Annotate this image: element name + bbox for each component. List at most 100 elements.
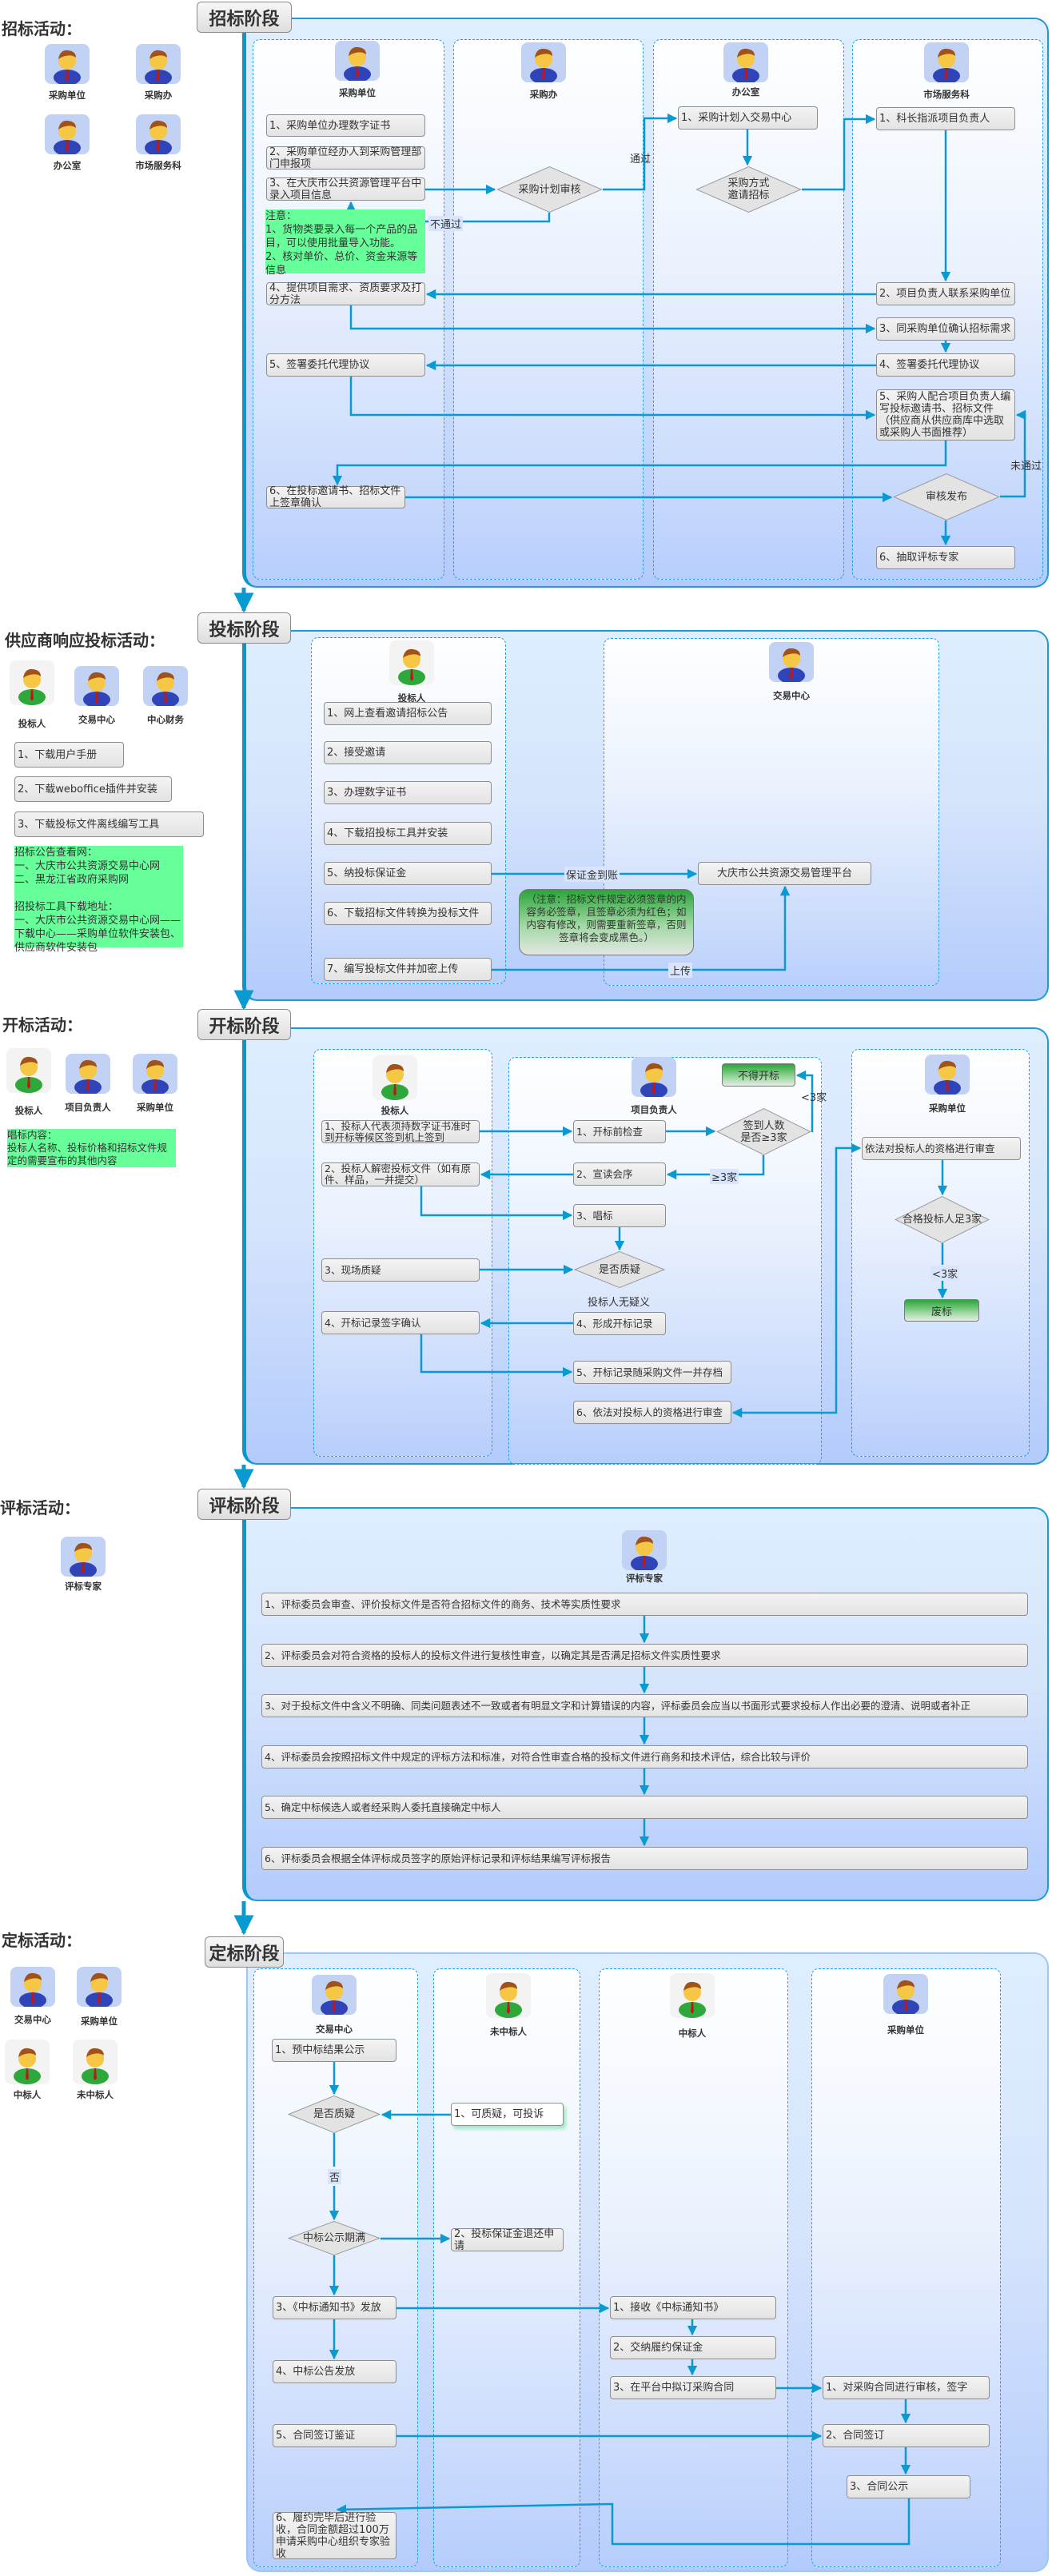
prep-step-box: 1、下载用户手册 [14, 742, 124, 768]
result-no-opening: 不得开标 [722, 1063, 795, 1087]
role-evaluation-expert-label: 评标专家 [65, 1581, 102, 1592]
label-no-objection: 投标人无疑义 [588, 1297, 651, 1309]
result-void-bid: 废标 [904, 1299, 979, 1322]
step-box: 3、唱标 [573, 1204, 666, 1227]
lane-head-purchasing-unit-label: 采购单位 [929, 1103, 966, 1114]
activity-title-opening: 开标活动： [2, 1015, 82, 1035]
stage-title-award: 定标阶段 [205, 1936, 284, 1968]
label-fail: 不通过 [428, 216, 464, 231]
decision-label: 采购计划审核 [518, 183, 581, 196]
stage-title-opening: 开标阶段 [197, 1009, 291, 1040]
step-box: 2、采购单位经办人到采购管理部门申报项 [266, 146, 425, 170]
person-icon [10, 1967, 55, 2008]
step-box: 3、在平台中拟订采购合同 [610, 2376, 776, 2399]
lane-head-market-service-label: 市场服务科 [923, 89, 970, 100]
person-icon [622, 1530, 667, 1572]
role-center-finance-label: 中心财务 [147, 714, 184, 725]
lane-head-trading-center-label: 交易中心 [773, 690, 810, 701]
lane-head-office-avatar [723, 42, 768, 84]
lane-head-purchasing-unit-label: 采购单位 [339, 87, 376, 98]
step-box: 5、纳投标保证金 [324, 862, 492, 885]
step-box: 4、评标委员会按照招标文件中规定的评标方法和标准，对符合性审查合格的投标文件进行… [261, 1745, 1028, 1769]
lane-head-trading-center-label: 交易中心 [316, 2024, 353, 2035]
step-box: 2、项目负责人联系采购单位 [876, 282, 1015, 305]
step-box: 1、网上查看邀请招标公告 [324, 702, 492, 725]
step-box: 依法对投标人的资格进行审查 [862, 1137, 1021, 1160]
lane-head-trading-center-avatar [769, 642, 814, 684]
decision-label: 审核发布 [925, 491, 967, 503]
decision-signin-count: 签到人数 是否≥3家 [716, 1108, 811, 1155]
lane-head-losing-bidder-label: 未中标人 [490, 2026, 527, 2037]
step-box: 4、形成开标记录 [573, 1312, 666, 1335]
lane-head-office-label: 办公室 [731, 86, 760, 98]
lane-head-evaluation-expert-avatar [622, 1530, 667, 1572]
role-evaluation-expert-avatar [61, 1537, 106, 1578]
role-purchasing-office-label: 采购办 [144, 90, 173, 101]
person-icon [136, 114, 181, 156]
step-box: 1、开标前检查 [573, 1120, 666, 1143]
decision-diamond-shape [288, 2095, 381, 2133]
stage-title-bidding: 招标阶段 [197, 2, 292, 33]
person-icon [136, 44, 181, 86]
step-box: 6、依法对投标人的资格进行审查 [573, 1401, 731, 1424]
stage-title-evaluation: 评标阶段 [197, 1489, 291, 1520]
lane-head-project-manager-avatar [632, 1057, 676, 1099]
person-icon [66, 1054, 110, 1095]
person-icon [670, 1973, 715, 2018]
step-box: 3、《中标通知书》发放 [273, 2296, 396, 2319]
role-winning-bidder-label: 中标人 [13, 2089, 42, 2100]
lane-head-purchasing-unit-avatar [925, 1055, 970, 1096]
lane-head-purchasing-unit-avatar [335, 41, 380, 82]
label-less-than-3: <3家 [930, 1266, 960, 1281]
person-icon [389, 640, 434, 685]
note-box: 注意： 1、货物类要录入每一个产品的品目，可以使用批量导入功能。 2、核对单价、… [265, 209, 425, 277]
role-winning-bidder-avatar [5, 2040, 50, 2084]
role-trading-center-label: 交易中心 [14, 2014, 51, 2025]
step-box: 1、接收《中标通知书》 [610, 2296, 776, 2319]
step-box: 5、开标记录随采购文件一并存档 [573, 1361, 731, 1384]
decision-diamond-shape [895, 1196, 990, 1243]
decision-publish: 审核发布 [893, 473, 1000, 520]
lane-head-bidder-avatar [389, 640, 434, 685]
decision-label: 合格投标人足3家 [902, 1214, 982, 1226]
activity-title-tender: 供应商响应投标活动： [5, 631, 165, 650]
lane-head-purchasing-office-avatar [521, 42, 566, 84]
role-office-avatar [45, 114, 90, 156]
role-losing-bidder-avatar [73, 2040, 118, 2084]
decision-label: 是否质疑 [313, 2108, 355, 2120]
lane-head-evaluation-expert-label: 评标专家 [626, 1573, 663, 1584]
step-box: 3、同采购单位确认招标需求 [876, 317, 1015, 341]
step-box: 3、现场质疑 [321, 1258, 480, 1282]
person-icon [883, 1974, 928, 2016]
step-box: 1、评标委员会审查、评价投标文件是否符合招标文件的商务、技术等实质性要求 [261, 1593, 1028, 1616]
step-box: 6、履约完毕后进行验收，合同金额超过100万申请采购中心组织专家验收 [273, 2512, 396, 2560]
step-box: 1、科长指派项目负责人 [876, 107, 1015, 130]
step-box: 4、中标公告发放 [273, 2360, 396, 2383]
lane-winning-bidder [599, 1968, 788, 2567]
person-icon [74, 666, 119, 708]
person-icon [925, 1055, 970, 1096]
role-market-service-avatar [136, 114, 181, 156]
step-box: 1、采购计划入交易中心 [678, 106, 818, 130]
decision-diamond-shape [574, 1251, 665, 1288]
decision-label: 是否质疑 [598, 1263, 640, 1276]
decision-question: 是否质疑 [574, 1251, 665, 1288]
decision-label: 中标公示期满 [302, 2232, 365, 2244]
decision-diamond-shape [695, 166, 802, 213]
role-trading-center-avatar [74, 666, 119, 708]
role-market-service-label: 市场服务科 [135, 160, 181, 171]
step-box: 7、编写投标文件并加密上传 [324, 958, 492, 981]
decision-diamond-shape [288, 2221, 381, 2255]
label-not-pass: 未通过 [1010, 461, 1042, 473]
step-box: 1、预中标结果公示 [272, 2039, 396, 2062]
lane-head-winning-bidder-avatar [670, 1973, 715, 2018]
lane-purchasing-unit [851, 1049, 1030, 1457]
lane-head-bidder-avatar [373, 1055, 417, 1100]
step-box: 5、签署委托代理协议 [266, 353, 425, 377]
person-icon [45, 44, 90, 86]
step-box: 5、采购人配合项目负责人编写投标邀请书、招标文件（供应商从供应商库中选取或采购人… [876, 389, 1015, 441]
step-box: 3、办理数字证书 [324, 781, 492, 804]
person-icon [5, 2040, 50, 2084]
activity-title-award: 定标活动： [2, 1931, 82, 1950]
